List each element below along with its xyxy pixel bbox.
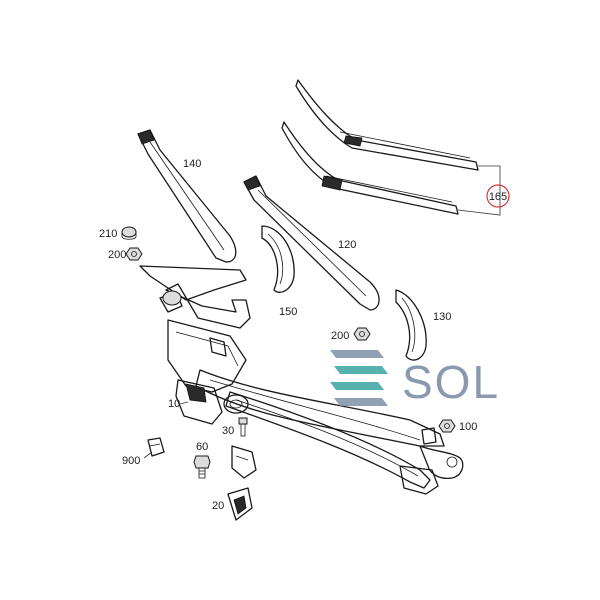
sol-logo-mark — [330, 350, 388, 406]
leader-900 — [143, 451, 153, 459]
leader-10 — [179, 401, 189, 405]
part-165-highlight-circle — [486, 184, 510, 208]
label-30: 30 — [222, 425, 234, 437]
label-60: 60 — [196, 441, 208, 453]
part-165-callout: 165 — [486, 184, 510, 208]
label-130: 130 — [433, 311, 451, 323]
label-20: 20 — [212, 500, 224, 512]
label-150: 150 — [279, 306, 297, 318]
label-900: 900 — [122, 455, 140, 467]
bolt-30 — [238, 417, 248, 437]
arm-cover-150 — [261, 225, 295, 293]
label-200-left: 200 — [108, 249, 126, 261]
connector-900 — [147, 437, 165, 457]
wiper-linkage-frame — [139, 265, 464, 495]
nut-100 — [438, 419, 456, 433]
wiper-blade-lower — [281, 121, 459, 215]
sol-watermark-logo: SOL — [330, 350, 500, 408]
wiper-arm-140 — [137, 129, 237, 263]
label-10: 10 — [168, 398, 180, 410]
label-200-right: 200 — [331, 330, 349, 342]
label-210: 210 — [99, 228, 117, 240]
label-165: 165 — [489, 191, 507, 203]
nut-200-left — [125, 247, 143, 261]
cap-210 — [121, 226, 137, 240]
label-120: 120 — [338, 239, 356, 251]
wiper-arm-120 — [243, 175, 380, 311]
sol-logo-text: SOL — [402, 356, 500, 408]
label-100: 100 — [459, 421, 477, 433]
arm-cover-130 — [395, 289, 427, 361]
wiper-blade-upper — [295, 79, 479, 171]
screw-60 — [193, 455, 211, 479]
wiper-motor-10 — [159, 290, 249, 425]
label-140: 140 — [183, 158, 201, 170]
blade-leader-lines — [457, 165, 501, 216]
clip-20 — [227, 487, 253, 521]
mount-bracket — [231, 445, 257, 479]
nut-200-right — [353, 327, 371, 341]
